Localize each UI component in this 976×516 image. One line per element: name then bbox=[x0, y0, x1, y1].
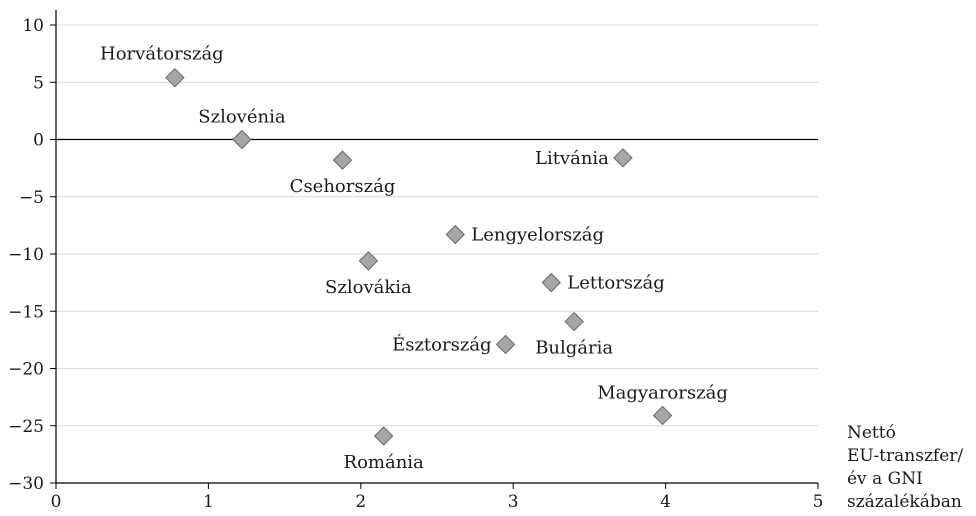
y-tick-label: −15 bbox=[8, 302, 44, 322]
data-point bbox=[541, 272, 562, 293]
data-point bbox=[652, 405, 673, 426]
x-axis-title-line: EU-transzfer/ bbox=[847, 446, 963, 466]
x-tick-label: 3 bbox=[508, 492, 519, 512]
point-label: Bulgária bbox=[535, 338, 613, 359]
data-point bbox=[495, 334, 516, 355]
point-label: Szlovénia bbox=[198, 107, 286, 128]
data-point bbox=[564, 311, 584, 332]
x-axis-title-line: százalékában bbox=[847, 492, 962, 512]
point-label: Lengyelország bbox=[471, 225, 604, 246]
x-axis-title-line: év a GNI bbox=[847, 469, 923, 489]
data-point bbox=[232, 129, 252, 150]
data-point bbox=[165, 67, 185, 88]
y-tick-label: −20 bbox=[8, 360, 44, 380]
y-tick-label: −10 bbox=[8, 245, 44, 265]
x-tick-label: 4 bbox=[660, 492, 671, 512]
y-tick-label: −25 bbox=[8, 417, 44, 437]
point-label: Szlovákia bbox=[325, 277, 412, 298]
x-tick-label: 0 bbox=[51, 492, 62, 512]
point-label: Románia bbox=[344, 452, 425, 473]
y-tick-label: 0 bbox=[33, 131, 44, 151]
point-label: Csehország bbox=[290, 176, 396, 197]
axes bbox=[55, 10, 818, 484]
data-point bbox=[613, 148, 633, 168]
x-tick-label: 5 bbox=[813, 492, 824, 512]
point-label: Litvánia bbox=[535, 148, 609, 169]
data-point bbox=[373, 426, 394, 446]
y-tick-label: −5 bbox=[19, 188, 44, 208]
y-tick-label: −30 bbox=[8, 474, 44, 494]
data-points bbox=[165, 67, 673, 446]
x-axis-title-line: Nettó bbox=[847, 423, 896, 443]
point-label: Horvátország bbox=[100, 44, 224, 65]
y-tick-label: 10 bbox=[22, 16, 44, 36]
x-tick-label: 1 bbox=[203, 492, 214, 512]
x-tick-label: 2 bbox=[355, 492, 366, 512]
tick-labels: 10 5 0 −5 −10 −15 −20 −25 −30 0 1 2 3 4 5 bbox=[8, 16, 823, 512]
y-tick-label: 5 bbox=[33, 73, 44, 93]
grid-lines bbox=[56, 24, 818, 427]
point-label: Észtország bbox=[392, 332, 492, 355]
data-point bbox=[332, 150, 353, 170]
point-label: Lettország bbox=[567, 273, 665, 294]
data-point bbox=[358, 251, 379, 271]
data-point bbox=[445, 224, 465, 245]
point-label: Magyarország bbox=[597, 382, 728, 403]
